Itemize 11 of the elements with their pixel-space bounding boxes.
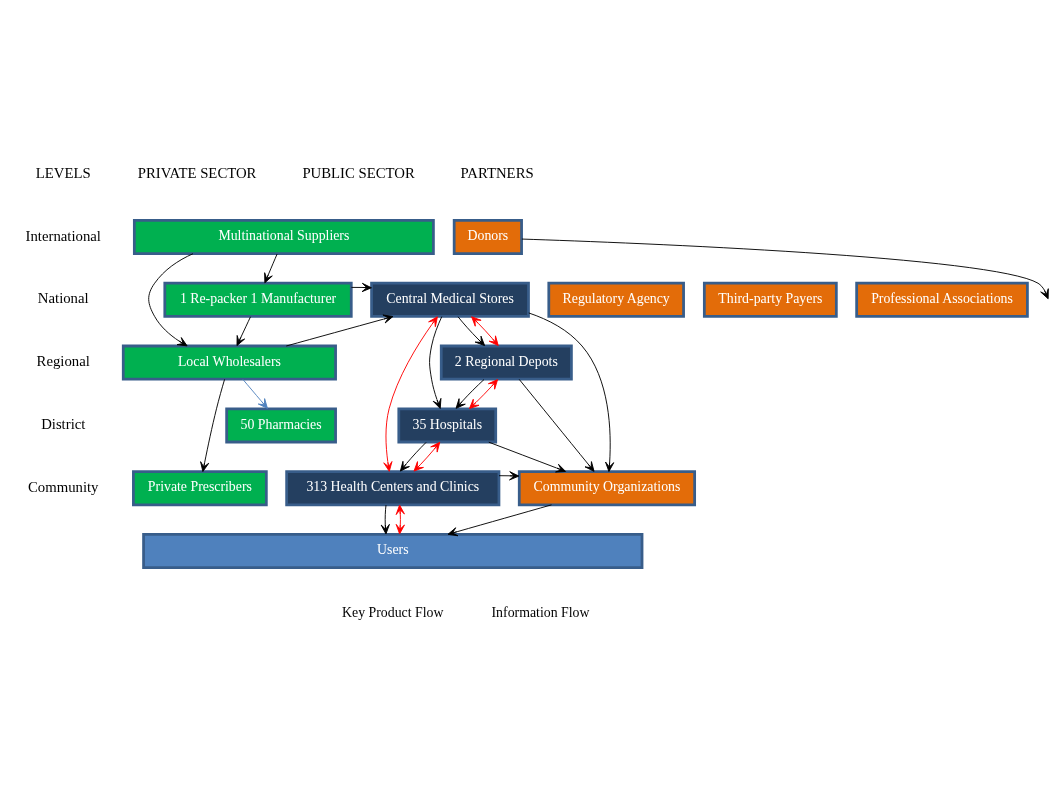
label: National	[37, 290, 89, 307]
label: PUBLIC SECTOR	[302, 164, 415, 181]
label: Community	[28, 478, 99, 495]
label: International	[25, 227, 101, 244]
label: District	[41, 415, 86, 432]
label: PRIVATE SECTOR	[137, 164, 257, 181]
legend-label: Information Flow	[491, 604, 590, 620]
label: Regional	[36, 353, 90, 370]
label: PARTNERS	[460, 164, 534, 181]
label: LEVELS	[35, 164, 91, 181]
legend-label: Key Product Flow	[342, 604, 444, 620]
